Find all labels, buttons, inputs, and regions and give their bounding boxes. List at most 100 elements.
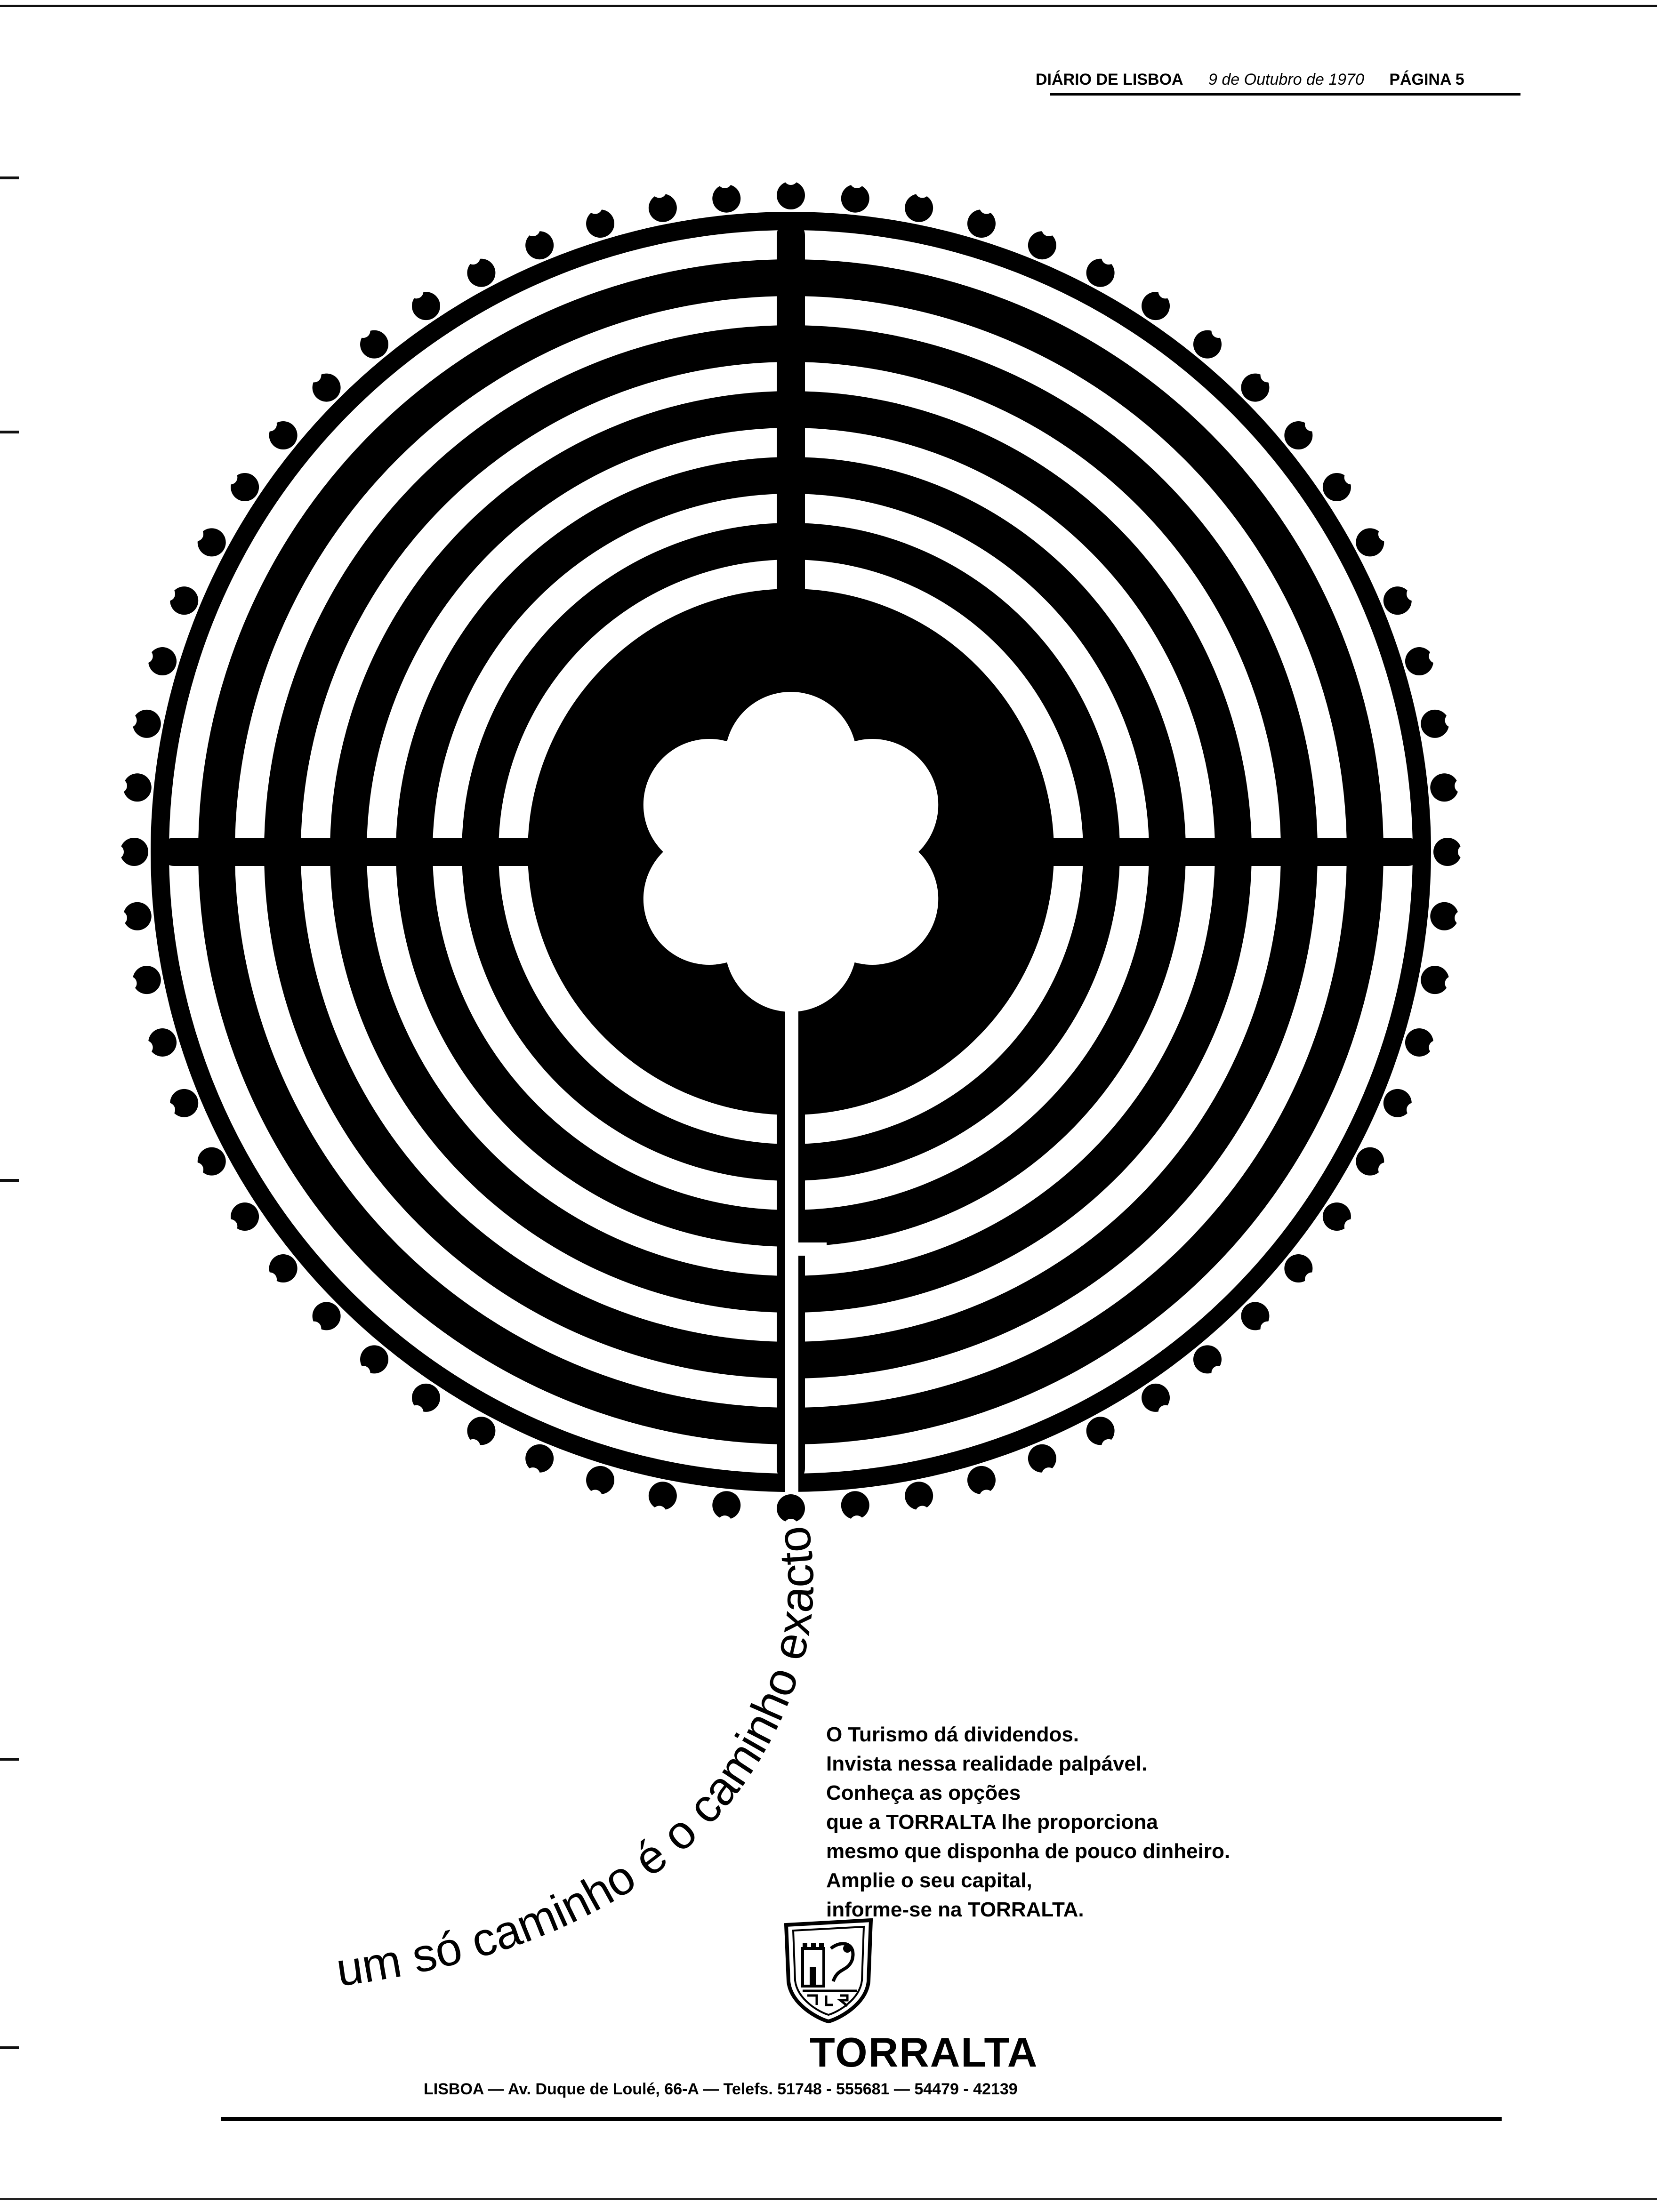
labyrinth-tooth-notch bbox=[652, 1506, 667, 1520]
labyrinth-tooth bbox=[1421, 709, 1449, 738]
brand-name: TORRALTA bbox=[810, 2029, 1038, 2076]
labyrinth-tooth-notch bbox=[1211, 324, 1226, 338]
labyrinth-wall bbox=[777, 221, 805, 607]
labyrinth-tooth bbox=[1383, 586, 1412, 615]
labyrinth-tooth-notch bbox=[1455, 911, 1469, 925]
labyrinth-tooth bbox=[712, 184, 741, 213]
labyrinth-tooth-notch bbox=[784, 171, 798, 185]
labyrinth-tooth bbox=[1241, 373, 1270, 402]
labyrinth-tooth-notch bbox=[161, 586, 176, 601]
labyrinth-tooth bbox=[712, 1491, 741, 1520]
labyrinth-tooth-notch bbox=[1042, 1467, 1056, 1482]
labyrinth-tooth-notch bbox=[409, 284, 424, 299]
labyrinth-tooth-notch bbox=[1304, 417, 1319, 432]
labyrinth-tooth bbox=[1284, 421, 1313, 450]
labyrinth-tooth bbox=[1193, 330, 1222, 359]
labyrinth-tooth bbox=[197, 528, 226, 557]
labyrinth-entrance-path bbox=[785, 946, 798, 1494]
labyrinth-tooth-notch bbox=[189, 1162, 204, 1177]
labyrinth-tooth bbox=[1405, 1028, 1433, 1057]
labyrinth-tooth-notch bbox=[110, 845, 124, 859]
labyrinth-tooth bbox=[1356, 1147, 1384, 1176]
labyrinth-tooth bbox=[411, 1383, 440, 1412]
labyrinth-tooth-notch bbox=[1455, 778, 1469, 793]
labyrinth-tooth-notch bbox=[263, 1272, 277, 1287]
torralta-crest-icon bbox=[784, 1918, 873, 2024]
labyrinth-tooth bbox=[1086, 258, 1115, 287]
labyrinth-tooth-notch bbox=[525, 222, 540, 237]
labyrinth-tooth bbox=[132, 966, 161, 994]
copy-line: Amplie o seu capital, bbox=[826, 1869, 1032, 1892]
labyrinth-tooth bbox=[1433, 838, 1462, 866]
labyrinth-tooth-notch bbox=[466, 250, 480, 265]
labyrinth-tooth bbox=[841, 1491, 869, 1520]
labyrinth-tooth-notch bbox=[717, 174, 732, 188]
labyrinth-tooth bbox=[841, 184, 869, 213]
labyrinth-tooth-notch bbox=[307, 1321, 322, 1336]
labyrinth-center-rosette bbox=[570, 631, 1012, 1073]
labyrinth-tooth-notch bbox=[409, 1405, 424, 1419]
labyrinth-tooth-notch bbox=[113, 911, 127, 925]
rosette-core bbox=[716, 777, 866, 927]
labyrinth-teeth bbox=[110, 171, 1472, 1533]
company-address: LISBOA — Av. Duque de Loulé, 66-A — Tele… bbox=[424, 2080, 1018, 2098]
labyrinth-tooth-notch bbox=[223, 470, 238, 485]
labyrinth-tooth-notch bbox=[113, 778, 127, 793]
labyrinth-tooth-notch bbox=[1458, 845, 1472, 859]
copy-line: informe-se na TORRALTA. bbox=[826, 1898, 1084, 1921]
copy-line: que a TORRALTA lhe proporciona bbox=[826, 1811, 1158, 1834]
labyrinth-tooth-notch bbox=[1042, 222, 1056, 237]
labyrinth-tooth bbox=[1086, 1417, 1115, 1445]
labyrinth-tooth bbox=[170, 1089, 199, 1117]
labyrinth-tooth bbox=[1356, 528, 1384, 557]
labyrinth-tooth-notch bbox=[356, 324, 370, 338]
labyrinth-tooth bbox=[1322, 473, 1351, 501]
labyrinth-tooth bbox=[360, 1345, 389, 1374]
labyrinth-tooth-notch bbox=[1406, 586, 1421, 601]
labyrinth-tooth-notch bbox=[588, 200, 603, 214]
labyrinth-tooth bbox=[905, 1482, 933, 1510]
labyrinth-tooth bbox=[967, 209, 996, 238]
footer-rule bbox=[221, 2117, 1502, 2121]
labyrinth-tooth bbox=[1284, 1254, 1313, 1282]
labyrinth-wall bbox=[160, 838, 546, 866]
copy-line: O Turismo dá dividendos. bbox=[826, 1723, 1079, 1746]
margin-mark bbox=[0, 2046, 19, 2049]
labyrinth-tooth-notch bbox=[1445, 976, 1459, 991]
labyrinth-tooth bbox=[967, 1466, 996, 1494]
slogan-textpath: um só caminho é o caminho exacto bbox=[333, 1523, 824, 1996]
labyrinth-tooth bbox=[411, 292, 440, 321]
labyrinth-tooth-notch bbox=[138, 649, 153, 664]
labyrinth-tooth-notch bbox=[850, 1515, 864, 1530]
labyrinth-tooth bbox=[467, 1417, 496, 1445]
labyrinth-tooth-notch bbox=[1429, 649, 1443, 664]
labyrinth-tooth bbox=[123, 773, 152, 802]
labyrinth-tooth-notch bbox=[915, 184, 930, 198]
labyrinth-tooth bbox=[170, 586, 199, 615]
labyrinth-tooth bbox=[1241, 1302, 1270, 1330]
labyrinth-tooth bbox=[360, 330, 389, 359]
labyrinth-tooth bbox=[132, 709, 161, 738]
labyrinth-tooth bbox=[586, 209, 615, 238]
labyrinth-tooth bbox=[1142, 1383, 1170, 1412]
labyrinth-tooth-notch bbox=[1406, 1103, 1421, 1117]
labyrinth-tooth bbox=[1430, 902, 1459, 930]
labyrinth-tooth bbox=[231, 1202, 259, 1231]
labyrinth-tooth-notch bbox=[1158, 284, 1173, 299]
labyrinth-tooth-notch bbox=[1260, 1321, 1275, 1336]
margin-mark bbox=[0, 176, 19, 179]
labyrinth-tooth-notch bbox=[1102, 1439, 1116, 1453]
margin-mark bbox=[0, 1179, 19, 1182]
labyrinth-tooth-notch bbox=[1344, 470, 1359, 485]
labyrinth-tooth bbox=[1028, 1444, 1056, 1473]
labyrinth-tooth bbox=[777, 1494, 805, 1523]
labyrinth-tooth-notch bbox=[850, 174, 864, 188]
labyrinth-tooth-notch bbox=[1378, 1162, 1392, 1177]
labyrinth-tooth-notch bbox=[1344, 1219, 1359, 1234]
labyrinth-tooth bbox=[120, 838, 148, 866]
labyrinth-tooth-notch bbox=[1429, 1040, 1443, 1055]
labyrinth-tooth bbox=[1430, 773, 1459, 802]
margin-mark bbox=[0, 431, 19, 433]
page-border-top bbox=[0, 5, 1657, 7]
labyrinth-tooth bbox=[312, 373, 341, 402]
